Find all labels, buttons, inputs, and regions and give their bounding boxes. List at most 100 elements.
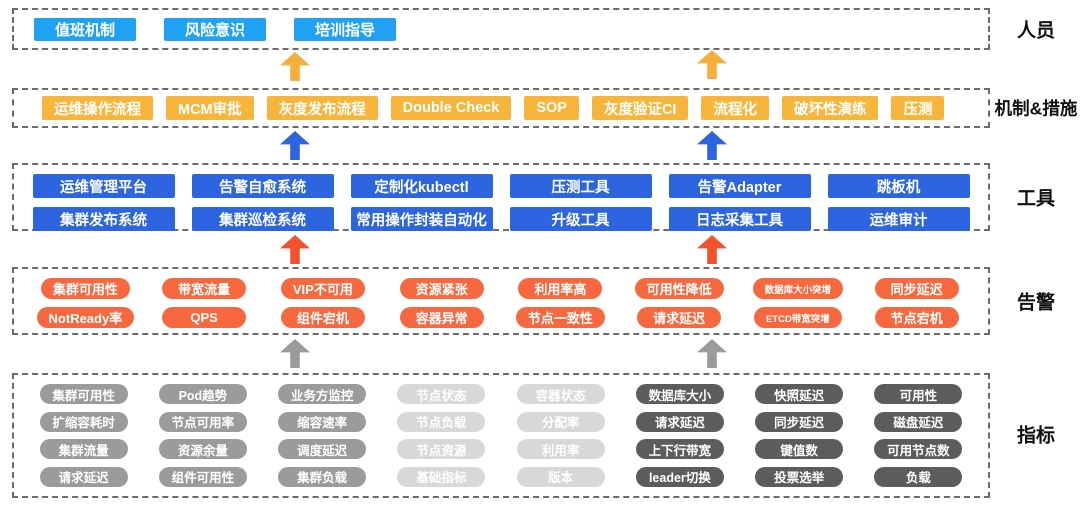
tool-box: 集群发布系统	[32, 207, 175, 231]
up-arrow-icon	[697, 235, 727, 264]
up-arrow-icon	[280, 131, 310, 160]
metric-pill: 集群流量	[39, 439, 128, 460]
layer-label-tools: 工具	[1016, 188, 1056, 210]
personnel-box: 值班机制	[34, 17, 136, 41]
metric-pill: 请求延迟	[39, 466, 128, 487]
metric-pill: 快照延迟	[755, 384, 844, 404]
mechanism-box: 流程化	[701, 96, 769, 120]
metric-pill: 投票选举	[755, 466, 844, 487]
metric-pill: 可用节点数	[874, 439, 963, 460]
mechanism-box: 压测	[891, 96, 945, 120]
mechanism-box: Double Check	[390, 96, 512, 120]
mechanism-box: SOP	[524, 96, 579, 120]
up-arrow-icon	[280, 339, 310, 368]
alert-pill: 节点宕机	[874, 307, 959, 328]
tool-box: 定制化kubectl	[350, 174, 493, 198]
layer-metrics: 集群可用性 扩缩容耗时 集群流量 请求延迟 Pod趋势 节点可用率 资源余量 组…	[12, 373, 990, 498]
metric-pill: 分配率	[516, 411, 605, 432]
metric-pill: 组件可用性	[158, 466, 247, 487]
tool-box: 告警自愈系统	[191, 174, 334, 198]
metric-pill: 业务方监控	[278, 384, 367, 404]
alert-pill: 容器异常	[399, 307, 484, 328]
layer-label-mechanism: 机制&措施	[994, 98, 1078, 119]
alert-pill: NotReady率	[36, 307, 135, 328]
mechanism-box: 灰度验证CI	[591, 96, 689, 120]
mechanism-box: MCM审批	[166, 96, 254, 120]
metric-pill: 节点状态	[397, 384, 486, 404]
up-arrow-icon	[697, 131, 727, 160]
personnel-box: 培训指导	[294, 17, 396, 41]
layer-label-metrics: 指标	[1016, 425, 1056, 447]
metrics-column: 可用性 磁盘延迟 可用节点数 负载	[859, 383, 978, 488]
alert-pill: 资源紧张	[399, 278, 484, 299]
alert-pill: 带宽流量	[162, 278, 247, 299]
personnel-row: 值班机制 风险意识 培训指导	[14, 10, 988, 48]
metric-pill: 请求延迟	[635, 411, 724, 432]
metric-pill: 上下行带宽	[635, 439, 724, 460]
metric-pill: 节点可用率	[158, 411, 247, 432]
metrics-column: 数据库大小 请求延迟 上下行带宽 leader切换	[620, 383, 739, 488]
mechanism-box: 破坏性演练	[781, 96, 879, 120]
metric-pill: 可用性	[874, 384, 963, 404]
tool-box: 告警Adapter	[668, 174, 811, 198]
metric-pill: 版本	[516, 466, 605, 487]
up-arrow-icon	[280, 235, 310, 264]
metric-pill: 键值数	[755, 439, 844, 460]
metric-pill: 节点负载	[397, 411, 486, 432]
metric-pill: 调度延迟	[278, 439, 367, 460]
personnel-box: 风险意识	[164, 17, 266, 41]
tool-box: 跳板机	[827, 174, 970, 198]
metrics-column: 节点状态 节点负载 节点资源 基础指标	[382, 383, 501, 488]
metrics-grid: 集群可用性 扩缩容耗时 集群流量 请求延迟 Pod趋势 节点可用率 资源余量 组…	[14, 375, 988, 496]
mechanism-box: 运维操作流程	[42, 96, 153, 120]
metrics-column: 业务方监控 缩容速率 调度延迟 集群负载	[263, 383, 382, 488]
metrics-column: Pod趋势 节点可用率 资源余量 组件可用性	[143, 383, 262, 488]
alert-pill: 请求延迟	[637, 307, 722, 328]
up-arrow-icon	[697, 339, 727, 368]
tool-box: 压测工具	[509, 174, 652, 198]
layer-tools: 运维管理平台 告警自愈系统 定制化kubectl 压测工具 告警Adapter …	[12, 163, 990, 231]
metrics-column: 集群可用性 扩缩容耗时 集群流量 请求延迟	[24, 383, 143, 488]
up-arrow-icon	[280, 52, 310, 81]
tools-grid: 运维管理平台 告警自愈系统 定制化kubectl 压测工具 告警Adapter …	[14, 165, 988, 231]
metric-pill: 负载	[874, 466, 963, 487]
metric-pill: 资源余量	[158, 439, 247, 460]
tool-box: 运维管理平台	[32, 174, 175, 198]
alert-pill: 组件宕机	[280, 307, 365, 328]
metric-pill: 数据库大小	[635, 384, 724, 404]
mechanism-box: 灰度发布流程	[266, 96, 378, 120]
alert-pill: ETCD带宽突增	[753, 307, 842, 328]
metric-pill: 利用率	[516, 439, 605, 460]
metric-pill: 节点资源	[397, 439, 486, 460]
metric-pill: Pod趋势	[158, 384, 247, 404]
metric-pill: 同步延迟	[755, 411, 844, 432]
tool-box: 常用操作封装自动化	[350, 207, 493, 231]
tool-box: 升级工具	[509, 207, 652, 231]
metric-pill: 集群可用性	[39, 384, 128, 404]
alert-pill: QPS	[162, 307, 247, 328]
layer-personnel: 值班机制 风险意识 培训指导	[12, 8, 990, 50]
layer-label-personnel: 人员	[1016, 20, 1056, 42]
alert-pill: 集群可用性	[40, 278, 130, 299]
layer-alerts: 集群可用性 带宽流量 VIP不可用 资源紧张 利用率高 可用性降低 数据库大小突…	[12, 267, 990, 335]
metrics-column: 快照延迟 同步延迟 键值数 投票选举	[740, 383, 859, 488]
metric-pill: 基础指标	[397, 466, 486, 487]
alert-pill: 可用性降低	[634, 278, 724, 299]
metric-pill: 集群负载	[278, 466, 367, 487]
tool-box: 运维审计	[827, 207, 970, 231]
metric-pill: leader切换	[635, 466, 724, 487]
alert-pill: 利用率高	[518, 278, 603, 299]
alert-pill: VIP不可用	[280, 278, 365, 299]
alerts-grid: 集群可用性 带宽流量 VIP不可用 资源紧张 利用率高 可用性降低 数据库大小突…	[14, 269, 988, 333]
up-arrow-icon	[697, 50, 727, 79]
alert-pill: 同步延迟	[874, 278, 959, 299]
layer-mechanism: 运维操作流程 MCM审批 灰度发布流程 Double Check SOP 灰度验…	[12, 88, 990, 128]
metric-pill: 缩容速率	[278, 411, 367, 432]
metric-pill: 容器状态	[516, 384, 605, 404]
tool-box: 集群巡检系统	[191, 207, 334, 231]
layer-label-alerts: 告警	[1016, 292, 1056, 314]
metrics-column: 容器状态 分配率 利用率 版本	[501, 383, 620, 488]
alert-pill: 数据库大小突增	[752, 278, 844, 299]
alert-pill: 节点一致性	[515, 307, 605, 328]
